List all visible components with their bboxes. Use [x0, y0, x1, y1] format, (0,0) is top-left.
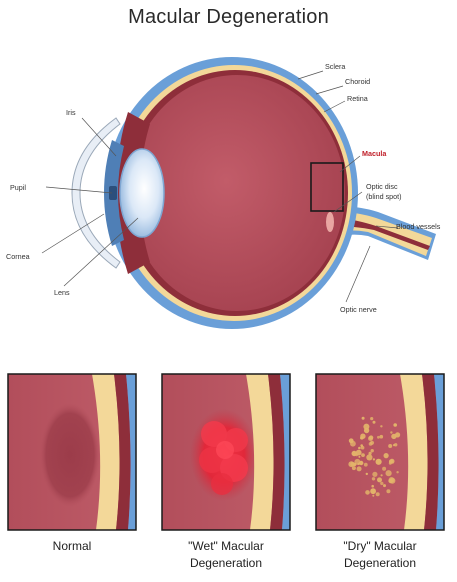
caption-dry-line2: Degeneration [310, 555, 450, 572]
drusen-dot [380, 482, 383, 485]
label-blood-vessels: Blood vessels [396, 222, 441, 231]
drusen-dot [384, 453, 389, 458]
label-retina: Retina [347, 94, 368, 103]
drusen-dot [361, 453, 365, 457]
drusen-dot [372, 472, 377, 477]
drusen-dot [372, 495, 374, 497]
drusen-dot [362, 417, 365, 420]
label-lens: Lens [54, 288, 70, 297]
drusen-dot [360, 437, 362, 439]
label-choroid: Choroid [345, 77, 370, 86]
drusen-dot [357, 466, 362, 471]
drusen-dot [389, 460, 393, 464]
label-sclera: Sclera [325, 62, 345, 71]
drusen-dot [358, 456, 360, 458]
drusen-dot [386, 489, 390, 493]
drusen-dot [366, 454, 372, 460]
panel-normal [8, 374, 136, 530]
drusen-dot [396, 471, 398, 473]
drusen-dot [372, 477, 375, 480]
drusen-dot [370, 417, 373, 420]
drusen-dot [373, 421, 376, 424]
label-macula: Macula [362, 149, 387, 158]
drusen-dot [369, 442, 373, 446]
drusen-dot [381, 474, 383, 476]
lens [120, 149, 164, 237]
eye-cross-section: Sclera Choroid Retina Iris Pupil Cornea … [6, 57, 441, 329]
drusen-dot [373, 458, 375, 460]
drusen-dot [371, 485, 374, 488]
panel-wet-macular-degeneration [162, 374, 290, 530]
drusen-dot [380, 435, 384, 439]
drusen-dot [390, 431, 392, 433]
caption-normal-line1: Normal [2, 538, 142, 555]
drusen-dot [349, 438, 354, 443]
wet-hemorrhage-lesion [190, 409, 258, 501]
drusen-dot [388, 444, 392, 448]
drusen-dot [393, 423, 397, 427]
caption-wet: "Wet" Macular Degeneration [156, 538, 296, 572]
drusen-dot [371, 449, 374, 452]
drusen-dot [377, 477, 382, 482]
drusen-dot [368, 436, 373, 441]
drusen-dot [377, 436, 380, 439]
caption-normal: Normal [2, 538, 142, 555]
drusen-dot [364, 463, 368, 467]
label-optic-nerve: Optic nerve [340, 305, 377, 314]
drusen-dot [391, 434, 396, 439]
drusen-dot [356, 450, 362, 456]
drusen-dot [394, 443, 397, 446]
drusen-dot [361, 446, 365, 450]
drusen-dot [376, 492, 380, 496]
caption-dry: "Dry" Macular Degeneration [310, 538, 450, 572]
drusen-dot [380, 425, 382, 427]
label-pupil: Pupil [10, 183, 26, 192]
drusen-dot [383, 484, 386, 487]
drusen-dot [366, 473, 368, 475]
drusen-dot [358, 447, 361, 450]
drusen-dot [365, 490, 370, 495]
drusen-dot [348, 461, 354, 467]
drusen-dot [382, 467, 386, 471]
caption-wet-line1: "Wet" Macular [156, 538, 296, 555]
drusen-dot [377, 459, 379, 461]
drusen-dot [388, 479, 393, 484]
drusen-dot [354, 459, 360, 465]
drusen-dot [364, 428, 369, 433]
optic-disc [326, 212, 334, 232]
normal-macula [40, 403, 100, 507]
drusen-dot [370, 488, 376, 494]
caption-dry-line1: "Dry" Macular [310, 538, 450, 555]
drusen-dot [386, 470, 392, 476]
label-optic-disc-line2: (blind spot) [366, 192, 402, 201]
label-optic-disc-line1: Optic disc [366, 182, 398, 191]
label-iris: Iris [66, 108, 76, 117]
label-cornea: Cornea [6, 252, 30, 261]
panel-dry-macular-degeneration [316, 374, 444, 530]
caption-wet-line2: Degeneration [156, 555, 296, 572]
